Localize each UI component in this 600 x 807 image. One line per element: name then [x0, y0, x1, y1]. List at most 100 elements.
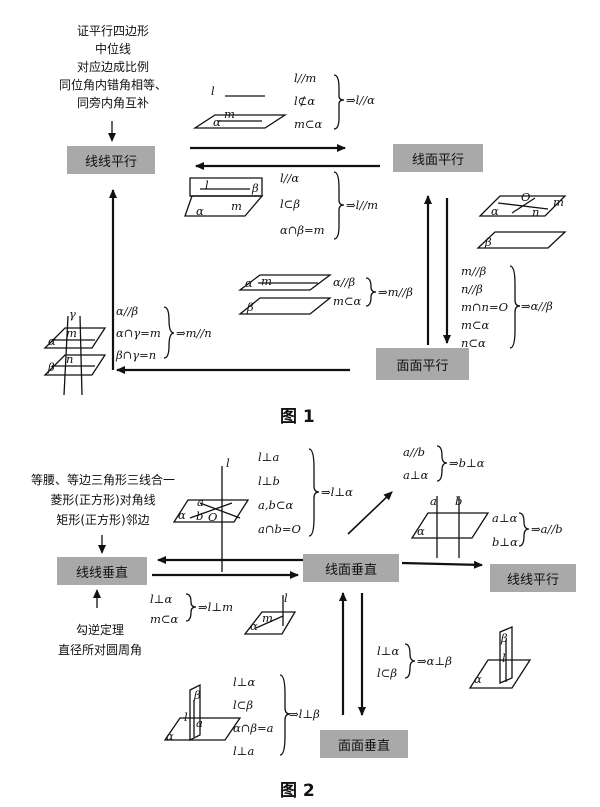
brace-f2-lp [308, 448, 320, 537]
cond-f1-ppl-line: m⊂α [333, 294, 362, 308]
cond-f1-pp-line: m∩n=O [461, 300, 509, 314]
label-m: m [261, 274, 272, 288]
sketch-line-perp-plane [172, 466, 250, 572]
label-b: b [455, 494, 463, 508]
f1-note: 同旁内角互补 [76, 96, 149, 110]
f2-note: 菱形(正方形)对角线 [50, 493, 156, 507]
cond-f1-pp-line: m//β [461, 264, 487, 278]
label-O: O [521, 190, 531, 204]
label-alpha: α [417, 524, 425, 538]
cond-f2-lp-line: l⊥a [258, 450, 280, 464]
label-alpha: α [245, 276, 253, 290]
cond-f1-pp-result: ⇒α//β [521, 299, 553, 313]
box-plane-plane-parallel: 面面平行 [376, 348, 469, 380]
cond-f2-parperp-result: ⇒b⊥α [449, 456, 485, 470]
label-l: l [211, 84, 215, 98]
brace-f2-pp [404, 643, 416, 679]
label-a: a [196, 716, 203, 730]
box-line-line-perp: 线线垂直 [57, 557, 147, 585]
arrow-to-par-perp [347, 491, 393, 535]
cond-f2-perppar-line: b⊥α [492, 535, 518, 549]
label-beta: β [247, 300, 254, 314]
label-m: m [224, 107, 235, 121]
cond-f2-lp-line: a,b⊂α [258, 498, 294, 512]
brace-f2-pl [279, 674, 291, 756]
label-l: l [184, 710, 188, 724]
f1-note: 证平行四边形 [76, 24, 149, 38]
label-alpha: α [178, 508, 186, 522]
label-beta: β [194, 688, 201, 702]
label-beta: β [48, 360, 55, 374]
f2-note: 矩形(正方形)邻边 [56, 513, 150, 527]
label-m: m [66, 326, 77, 340]
f1-notes: 证平行四边形 中位线 对应边成比例 同位角内错角相等、 同旁内角互补 [48, 22, 178, 112]
label-b: b [196, 509, 204, 523]
cond-f1-ppll-result: ⇒m//n [176, 326, 212, 340]
brace-f2-ll [185, 593, 197, 622]
sketch-intersecting-planes [184, 177, 264, 217]
cond-f2-pl-result: ⇒l⊥β [289, 707, 320, 721]
cond-f1-pp-line: n⊂α [461, 336, 486, 350]
brace-f2-parperp [436, 445, 448, 482]
label-m: m [231, 199, 242, 213]
label-gamma: γ [69, 307, 76, 321]
cond-f1-pl-result: ⇒l//m [346, 198, 378, 212]
cond-f2-pl-line: l⊥α [233, 675, 256, 689]
cond-f2-pp-line: l⊥α [377, 644, 400, 658]
f2-notes: 等腰、等边三角形三线合一 菱形(正方形)对角线 矩形(正方形)邻边 [8, 470, 198, 530]
label-a: a [197, 495, 204, 509]
cond-f2-ll-line: l⊥α [150, 592, 173, 606]
cond-f2-pl-line: l⊥a [233, 744, 255, 758]
f2-bottom-notes: 勾逆定理 直径所对圆周角 [50, 620, 150, 660]
cond-f2-parperp-line: a⊥α [403, 468, 429, 482]
label-n: n [532, 205, 540, 219]
sketch-parallel-planes-m [238, 274, 332, 315]
label-m: m [553, 195, 564, 209]
label-alpha: α [491, 204, 499, 218]
cond-f2-pl-line: α∩β=a [233, 721, 274, 735]
box-line-line-parallel: 线线平行 [67, 146, 155, 174]
cond-f1-ppll-line: α//β [116, 304, 139, 318]
label-l: l [226, 456, 230, 470]
cond-f1-lp-line: m⊂α [294, 117, 323, 131]
cond-f2-ll-result: ⇒l⊥m [198, 600, 234, 614]
cond-f1-ppll-line: β∩γ=n [116, 348, 157, 362]
label-beta: β [252, 181, 259, 195]
label-alpha: α [250, 619, 258, 633]
sketch-three-planes [43, 315, 107, 396]
sketch-line-plane-parallel [192, 95, 288, 129]
cond-f1-pp-line: n//β [461, 282, 483, 296]
cond-f1-pl-line: l//α [280, 171, 300, 185]
cond-f2-ll-line: m⊂α [150, 612, 179, 626]
brace-f1-ppl [365, 277, 377, 307]
box-line-plane-parallel: 线面平行 [393, 144, 483, 172]
cond-f1-lp-line: l//m [294, 71, 317, 85]
cond-f2-pp-line: l⊂β [377, 666, 397, 680]
label-beta: β [501, 631, 508, 645]
f2-note: 等腰、等边三角形三线合一 [30, 473, 175, 487]
cond-f1-ppl-result: ⇒m//β [378, 285, 413, 299]
sketch-two-perp-lines [410, 496, 490, 558]
label-alpha: α [166, 729, 174, 743]
cond-f2-pp-result: ⇒α⊥β [417, 654, 452, 668]
brace-f2-perppar [518, 512, 530, 547]
cond-f2-parperp-line: a//b [403, 445, 425, 459]
f1-note: 同位角内错角相等、 [58, 78, 167, 92]
arrow-lpperp-to-llpar [401, 560, 483, 569]
label-beta: β [485, 235, 492, 249]
f2-note: 勾逆定理 [75, 623, 124, 637]
cond-f2-perppar-result: ⇒a//b [531, 522, 563, 536]
cond-f1-ppll-line: α∩γ=m [116, 326, 161, 340]
cond-f2-lp-result: ⇒l⊥α [321, 485, 353, 499]
brace-f1-ppll [163, 306, 175, 359]
label-alpha: α [48, 334, 56, 348]
label-alpha: α [474, 672, 482, 686]
cond-f1-ppl-line: α//β [333, 275, 356, 289]
sketch-parallel-planes-mn [476, 195, 567, 249]
label-O: O [208, 510, 218, 524]
box-plane-plane-perp: 面面垂直 [320, 730, 408, 758]
label-a: a [430, 494, 437, 508]
figure-1-caption: 图 1 [280, 407, 315, 427]
